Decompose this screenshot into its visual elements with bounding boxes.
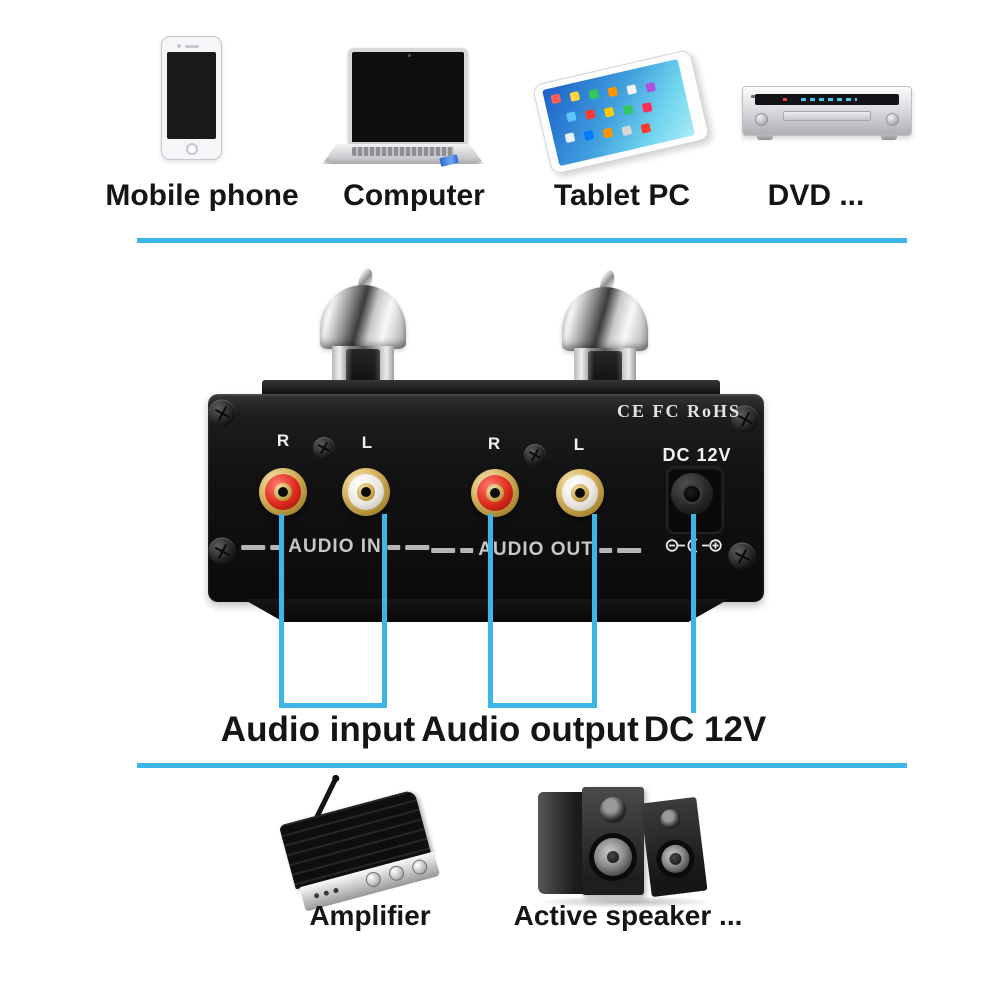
tablet-icon (531, 48, 711, 176)
amplifier-knob (364, 870, 383, 889)
active-speaker-icon (530, 784, 730, 908)
preamp-top-plate (262, 380, 720, 397)
panel-screw (524, 444, 546, 466)
separator-line-top (137, 238, 907, 243)
audio-out-caption: AUDIO OUT (431, 539, 641, 561)
vacuum-tube-right (562, 268, 648, 398)
phone-earpiece (184, 45, 199, 48)
amplifier-box (278, 789, 441, 912)
laptop-keyboard (352, 147, 454, 156)
audio-out-caption-text: AUDIO OUT (478, 539, 594, 560)
corner-screw (731, 405, 759, 433)
corner-screw (208, 399, 236, 427)
dvd-display (755, 94, 899, 105)
dvd-right-foot (881, 135, 897, 140)
speaker-side-panel (538, 792, 584, 894)
separator-line-bottom (137, 763, 907, 768)
device-label-active-speaker: Active speaker ... (513, 900, 743, 931)
dvd-player-icon (742, 86, 912, 140)
audio-in-caption: AUDIO IN (241, 536, 429, 558)
dc-barrel-jack (671, 473, 713, 515)
rca-jack-audio-in-right (259, 468, 307, 516)
phone-home-button (185, 143, 198, 155)
phone-camera-dot (177, 44, 181, 48)
mobile-phone-icon (161, 36, 222, 160)
certification-marks: CE FC RoHS (617, 401, 742, 421)
speaker-front-secondary (640, 796, 708, 898)
laptop-camera-dot (408, 54, 411, 57)
corner-screw (728, 542, 756, 570)
audio-output-connector-bracket (488, 514, 597, 708)
connection-label-audio-input: Audio input (220, 710, 416, 749)
dvd-left-knob (755, 113, 768, 126)
dc-connector-line (691, 514, 696, 713)
amplifier-input-dots (313, 892, 320, 899)
dvd-power-led (783, 98, 787, 101)
speaker-tweeter (600, 797, 626, 823)
dvd-left-foot (757, 135, 773, 140)
amplifier-icon (278, 774, 441, 912)
device-label-tablet-pc: Tablet PC (553, 179, 691, 212)
audio-in-caption-text: AUDIO IN (288, 536, 382, 557)
dvd-display-segments (801, 98, 857, 101)
speaker-woofer (654, 837, 697, 881)
tube-dome (320, 285, 406, 349)
speaker-dustcap (607, 851, 619, 863)
panel-screw (313, 437, 335, 459)
rca-jack-audio-out-left (556, 469, 604, 517)
caption-dash (616, 547, 641, 553)
tablet-screen (542, 58, 696, 167)
audio-out-left-label: L (573, 435, 585, 454)
speaker-tweeter (659, 808, 682, 831)
rca-hole (361, 487, 371, 497)
phone-screen (167, 52, 216, 139)
rca-hole (490, 488, 500, 498)
dvd-tray (783, 111, 871, 121)
device-label-computer: Computer (343, 179, 485, 212)
audio-in-right-label: R (276, 431, 290, 450)
audio-in-left-label: L (361, 433, 373, 452)
device-label-mobile-phone: Mobile phone (105, 179, 299, 212)
preamp-base (243, 599, 729, 622)
rca-jack-audio-out-right (471, 469, 519, 517)
rca-hole (575, 488, 585, 498)
dc-jack-hole (682, 484, 702, 504)
amplifier-knob (410, 857, 429, 877)
laptop-icon (322, 48, 484, 168)
rca-jack-audio-in-left (342, 468, 390, 516)
speaker-front-main (582, 787, 644, 895)
caption-dash (270, 544, 284, 550)
speaker-shadow (536, 896, 716, 908)
audio-input-connector-bracket (279, 514, 387, 708)
tablet-app-icons (550, 93, 562, 105)
amplifier-knob (387, 864, 406, 883)
caption-dash (404, 544, 429, 550)
tube-dome (562, 287, 648, 351)
caption-dash (460, 547, 474, 553)
laptop-screen (348, 48, 468, 144)
caption-dash (598, 547, 612, 553)
caption-dash (431, 547, 456, 553)
dc-panel-label: DC 12V (662, 445, 732, 465)
connection-label-dc-12v: DC 12V (643, 710, 767, 749)
dvd-right-knob (886, 113, 899, 126)
vacuum-tube-left (320, 266, 406, 396)
device-label-dvd: DVD ... (767, 179, 865, 212)
connection-label-audio-output: Audio output (421, 710, 639, 749)
device-label-amplifier: Amplifier (309, 900, 431, 931)
corner-screw (208, 537, 236, 565)
speaker-woofer (589, 833, 637, 881)
caption-dash (241, 544, 266, 550)
caption-dash (386, 544, 400, 550)
rca-hole (278, 487, 288, 497)
audio-out-right-label: R (487, 434, 501, 453)
